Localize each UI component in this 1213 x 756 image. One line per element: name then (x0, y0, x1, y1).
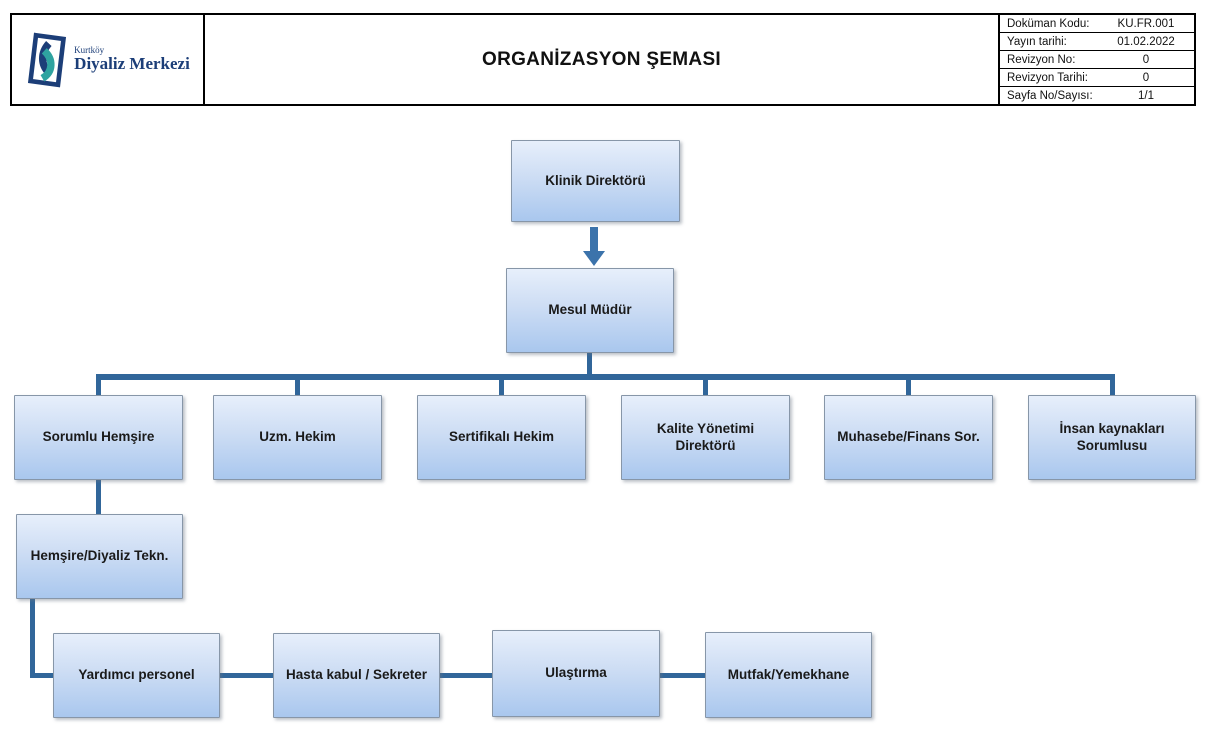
brand-name-bottom: Diyaliz Merkezi (74, 54, 190, 74)
connector-line (96, 378, 101, 395)
org-node-kalite-direktoru: Kalite Yönetimi Direktörü (621, 395, 790, 480)
org-node-label: Sorumlu Hemşire (42, 429, 155, 445)
org-node-label: Mutfak/Yemekhane (727, 666, 850, 682)
connector-line (96, 374, 1115, 380)
org-node-label: Yardımcı personel (78, 667, 195, 683)
org-node-label: Hemşire/Diyaliz Tekn. (30, 548, 169, 564)
doc-info-row: Revizyon No: 0 (1000, 51, 1194, 69)
connector-line (30, 598, 35, 678)
doc-info-value: 1/1 (1138, 89, 1154, 102)
doc-info-value: 0 (1142, 53, 1150, 66)
org-node-label: Klinik Direktörü (545, 172, 646, 188)
org-node-yardimci-personel: Yardımcı personel (53, 633, 220, 718)
org-node-hemsire-diyaliz: Hemşire/Diyaliz Tekn. (16, 514, 183, 599)
doc-info-label: Doküman Kodu: (1007, 17, 1090, 30)
org-node-sorumlu-hemsire: Sorumlu Hemşire (14, 395, 183, 480)
document-header: Kurtköy Diyaliz Merkezi ORGANİZASYON ŞEM… (10, 13, 1196, 106)
doc-info-row: Sayfa No/Sayısı: 1/1 (1000, 87, 1194, 104)
clinic-logo-icon (28, 32, 67, 87)
org-node-insan-kaynaklari: İnsan kaynakları Sorumlusu (1028, 395, 1196, 480)
org-node-label: Mesul Müdür (548, 302, 632, 318)
org-node-ulastirma: Ulaştırma (492, 630, 660, 717)
doc-info-row: Doküman Kodu: KU.FR.001 (1000, 15, 1194, 33)
doc-info-label: Yayın tarihi: (1007, 35, 1067, 48)
org-node-label: Ulaştırma (545, 665, 607, 681)
org-node-sertifikali-hekim: Sertifikalı Hekim (417, 395, 586, 480)
connector-line (295, 378, 300, 395)
doc-info-label: Revizyon No: (1007, 53, 1076, 66)
org-node-label: Sertifikalı Hekim (448, 429, 555, 445)
connector-line (30, 673, 54, 678)
page-title: ORGANİZASYON ŞEMASI (482, 48, 721, 70)
doc-info-label: Sayfa No/Sayısı: (1007, 89, 1093, 102)
down-arrow-icon (583, 251, 605, 266)
connector-line (219, 673, 274, 678)
org-node-label: Kalite Yönetimi Direktörü (656, 420, 755, 453)
connector-line (659, 673, 706, 678)
logo: Kurtköy Diyaliz Merkezi (12, 15, 205, 104)
org-node-mesul-mudur: Mesul Müdür (506, 268, 674, 353)
doc-info-label: Revizyon Tarihi: (1007, 71, 1088, 84)
document-info-table: Doküman Kodu: KU.FR.001 Yayın tarihi: 01… (1000, 15, 1194, 104)
connector-line (1110, 378, 1115, 395)
down-arrow-icon (590, 227, 598, 252)
title-cell: ORGANİZASYON ŞEMASI (205, 15, 1000, 104)
org-node-label: Muhasebe/Finans Sor. (837, 429, 980, 445)
org-node-label: İnsan kaynakları Sorumlusu (1059, 420, 1165, 453)
connector-line (703, 378, 708, 395)
org-node-uzm-hekim: Uzm. Hekim (213, 395, 382, 480)
brand-name-top: Kurtköy (74, 44, 105, 55)
doc-info-row: Revizyon Tarihi: 0 (1000, 69, 1194, 87)
doc-info-value: KU.FR.001 (1117, 17, 1175, 30)
org-node-hasta-kabul: Hasta kabul / Sekreter (273, 633, 440, 718)
connector-line (499, 378, 504, 395)
org-node-muhasebe-finans: Muhasebe/Finans Sor. (824, 395, 993, 480)
doc-info-value: 0 (1142, 71, 1150, 84)
logo-text: Kurtköy Diyaliz Merkezi (74, 44, 190, 74)
org-node-mutfak-yemekhane: Mutfak/Yemekhane (705, 632, 872, 718)
connector-line (96, 479, 101, 515)
doc-info-value: 01.02.2022 (1117, 35, 1175, 48)
org-node-label: Uzm. Hekim (259, 429, 336, 445)
org-node-klinik-direktoru: Klinik Direktörü (511, 140, 680, 222)
connector-line (906, 378, 911, 395)
org-node-label: Hasta kabul / Sekreter (285, 667, 428, 683)
doc-info-row: Yayın tarihi: 01.02.2022 (1000, 33, 1194, 51)
connector-line (587, 352, 592, 378)
connector-line (439, 673, 493, 678)
